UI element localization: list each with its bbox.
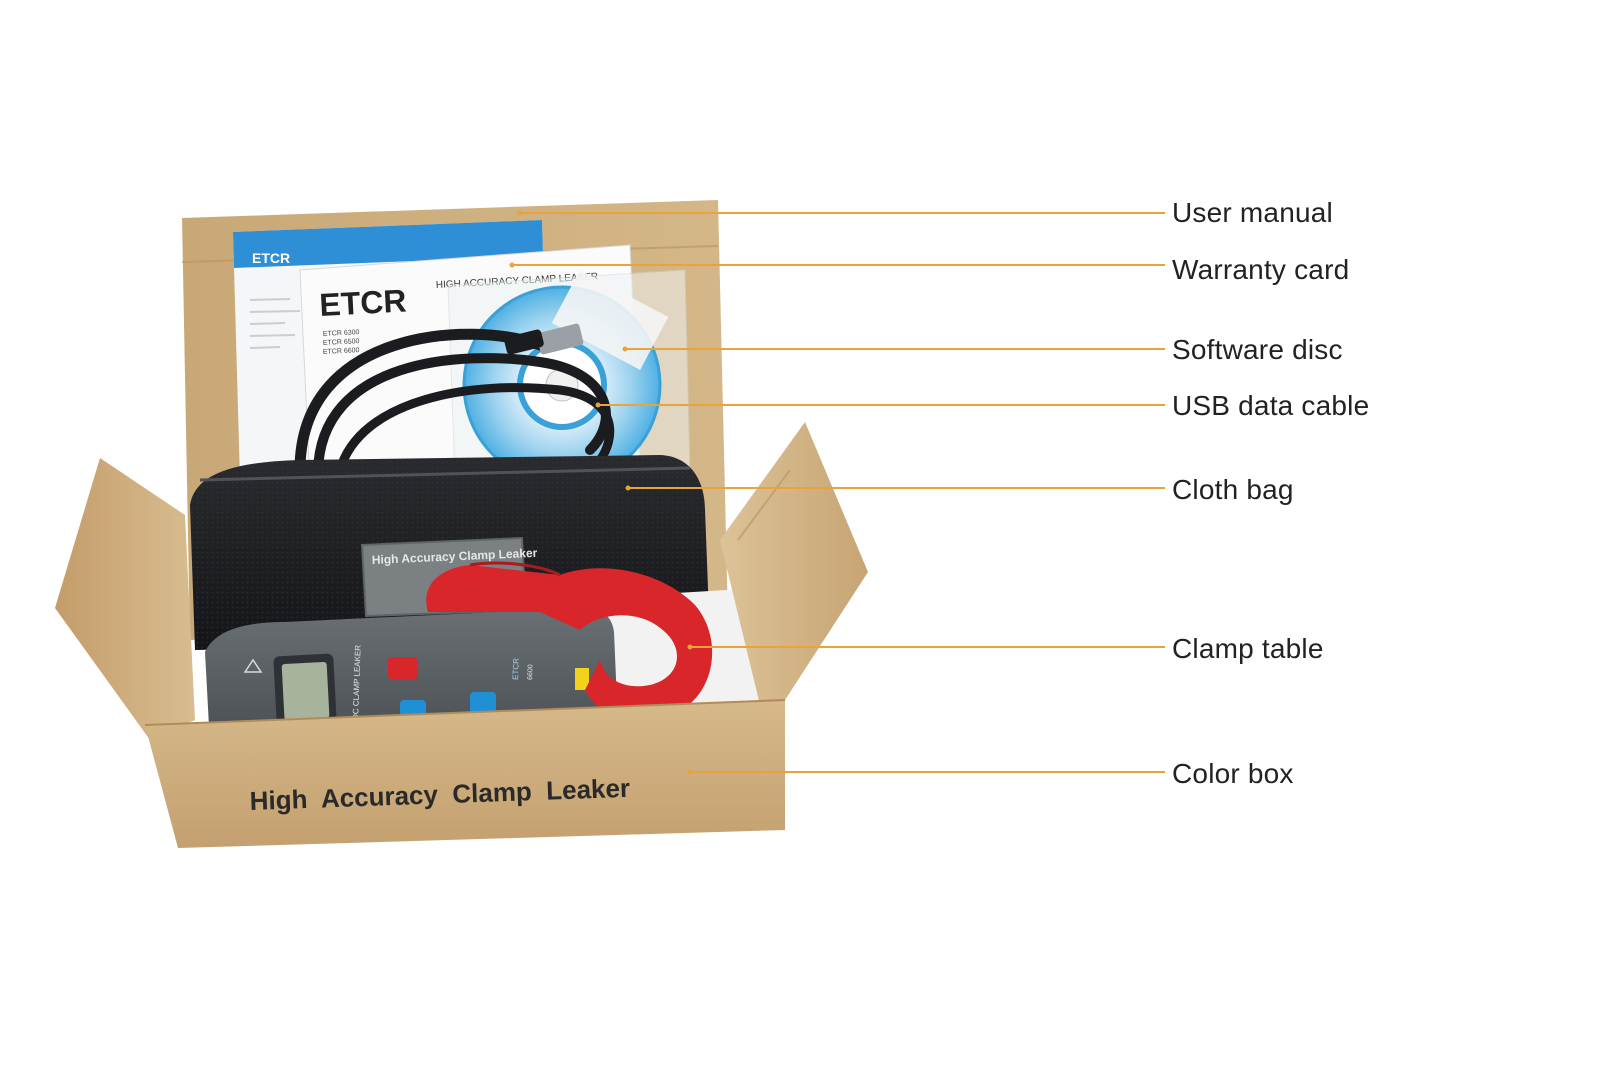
manual-model-3: ETCR 6600 [323,347,360,356]
label-color-box: Color box [1172,758,1294,789]
manual-brand: ETCR [318,282,407,323]
box-flap-right [720,422,868,705]
device-model-text: 6600 [527,664,535,680]
manual-header-text: ETCR [252,250,290,266]
device-brand-text: ETCR [511,658,521,680]
leader-dot-icon [517,210,523,216]
label-user-manual: User manual [1172,197,1333,228]
label-warranty-card: Warranty card [1172,254,1350,285]
blue-button-icon [470,692,496,714]
leader-dot-icon [509,262,515,268]
jaw-label-icon [575,668,589,690]
label-clamp-table: Clamp table [1172,633,1324,664]
color-box [145,700,785,848]
leader-dot-icon [625,485,631,491]
label-usb-data-cable: USB data cable [1172,390,1370,421]
usb-connector [504,323,584,355]
clamp-jaw [426,561,713,720]
manual-model-2: ETCR 6500 [323,338,360,347]
warning-icon [243,658,263,673]
leader-lines [512,212,1165,773]
lcd-screen [281,661,330,720]
label-cloth-bag: Cloth bag [1172,474,1294,505]
red-button-icon [388,657,418,679]
manual-model-1: ETCR 6300 [323,329,360,338]
leader-dot-icon [687,644,693,650]
leader-dot-icon [687,769,693,775]
leader-dot-icon [595,402,601,408]
leader-dot-icon [622,346,628,352]
device-side-text: DC CLAMP LEAKER [351,645,363,720]
box-flap-left [55,458,195,740]
label-software-disc: Software disc [1172,334,1343,365]
